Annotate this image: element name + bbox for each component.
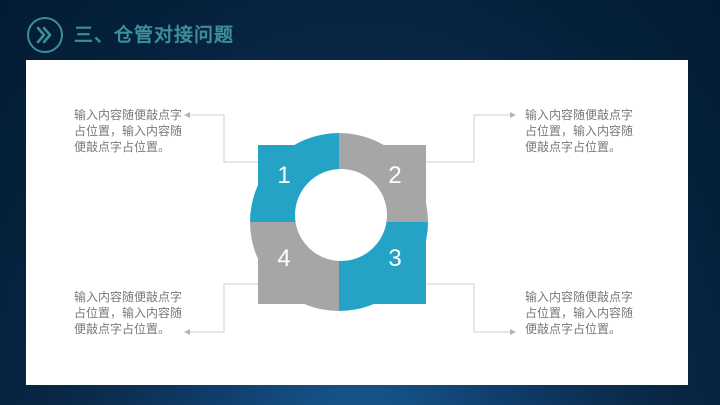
segment-1-description: 输入内容随便敲点字占位置，输入内容随便敲点字占位置。 bbox=[74, 108, 183, 154]
double-chevron-right-icon bbox=[27, 17, 63, 53]
arrow-left-icon bbox=[184, 112, 190, 118]
connector-4 bbox=[190, 283, 258, 333]
segment-1-number: 1 bbox=[277, 162, 291, 189]
connector-lines bbox=[190, 114, 510, 333]
center-hole bbox=[295, 169, 387, 261]
connector-1 bbox=[190, 114, 258, 163]
connector-3 bbox=[426, 283, 510, 333]
slide-header: 三、仓管对接问题 bbox=[0, 0, 720, 60]
arrow-heads bbox=[184, 112, 516, 335]
connector-2 bbox=[426, 114, 510, 163]
segment-3-description: 输入内容随便敲点字占位置，输入内容随便敲点字占位置。 bbox=[525, 290, 634, 336]
segment-2-number: 2 bbox=[388, 162, 402, 189]
segment-4-description: 输入内容随便敲点字占位置，输入内容随便敲点字占位置。 bbox=[74, 290, 183, 336]
slide-title: 三、仓管对接问题 bbox=[74, 24, 235, 46]
arrow-right-icon bbox=[510, 112, 516, 118]
segment-4-number: 4 bbox=[277, 245, 291, 272]
arrow-right-icon bbox=[510, 329, 516, 335]
segment-3-number: 3 bbox=[388, 245, 402, 272]
arrow-left-icon bbox=[184, 329, 190, 335]
segment-2-description: 输入内容随便敲点字占位置，输入内容随便敲点字占位置。 bbox=[525, 108, 634, 154]
